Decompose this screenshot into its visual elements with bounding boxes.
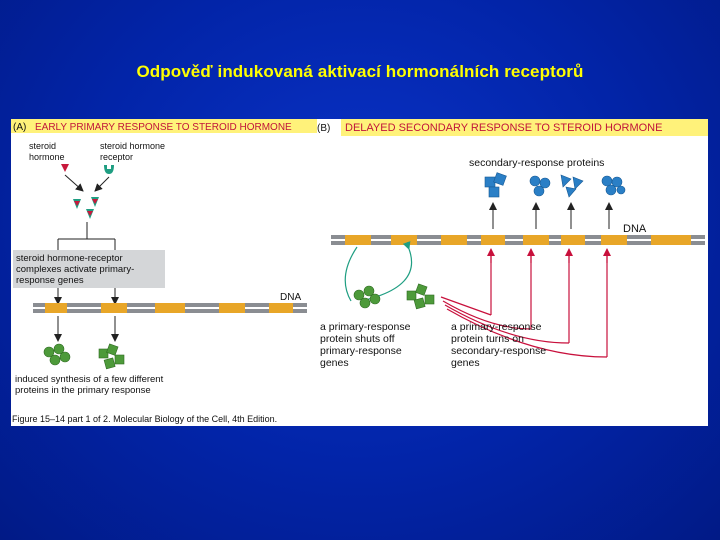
figure-caption: Figure 15–14 part 1 of 2. Molecular Biol… <box>12 414 277 424</box>
receptor-icon <box>104 165 114 174</box>
dna-strand-b <box>331 235 705 245</box>
secondary-proteins-label: secondary-response proteins <box>469 157 604 169</box>
dna-label-b: DNA <box>623 223 647 235</box>
shutoff-protein-cluster-icon <box>354 286 380 308</box>
primary-protein-cluster-icon <box>44 344 70 365</box>
primary-protein-square-cluster-icon <box>99 344 124 369</box>
secondary-protein-shapes-icon <box>485 173 625 197</box>
receptor-label: steroid hormone receptor <box>100 141 168 162</box>
shuts-off-label: a primary-response protein shuts off pri… <box>320 321 413 369</box>
steroid-hormone-label: steroid hormone <box>29 141 65 162</box>
receptor-arrow <box>95 177 109 191</box>
hormone-arrow <box>65 175 83 191</box>
figure: (A) EARLY PRIMARY RESPONSE TO STEROID HO… <box>11 119 708 426</box>
induced-synthesis-label: induced synthesis of a few different pro… <box>15 374 166 396</box>
dna-strand-a <box>33 303 307 313</box>
turns-on-label: a primary-response protein turns on seco… <box>451 321 549 369</box>
panel-b-tag: (B) <box>317 123 330 134</box>
hormone-triangle-icon <box>61 164 69 172</box>
panel-a-header: EARLY PRIMARY RESPONSE TO STEROID HORMON… <box>35 122 292 133</box>
dna-label-a: DNA <box>280 292 301 303</box>
panel-b-header: DELAYED SECONDARY RESPONSE TO STEROID HO… <box>345 122 662 134</box>
turnon-protein-cluster-icon <box>407 284 434 309</box>
slide-title: Odpověď indukovaná aktivací hormonálních… <box>0 62 720 82</box>
figure-svg: (A) EARLY PRIMARY RESPONSE TO STEROID HO… <box>11 119 708 426</box>
hormone-receptor-complex-icon <box>73 197 99 219</box>
panel-a-tag: (A) <box>13 122 26 133</box>
